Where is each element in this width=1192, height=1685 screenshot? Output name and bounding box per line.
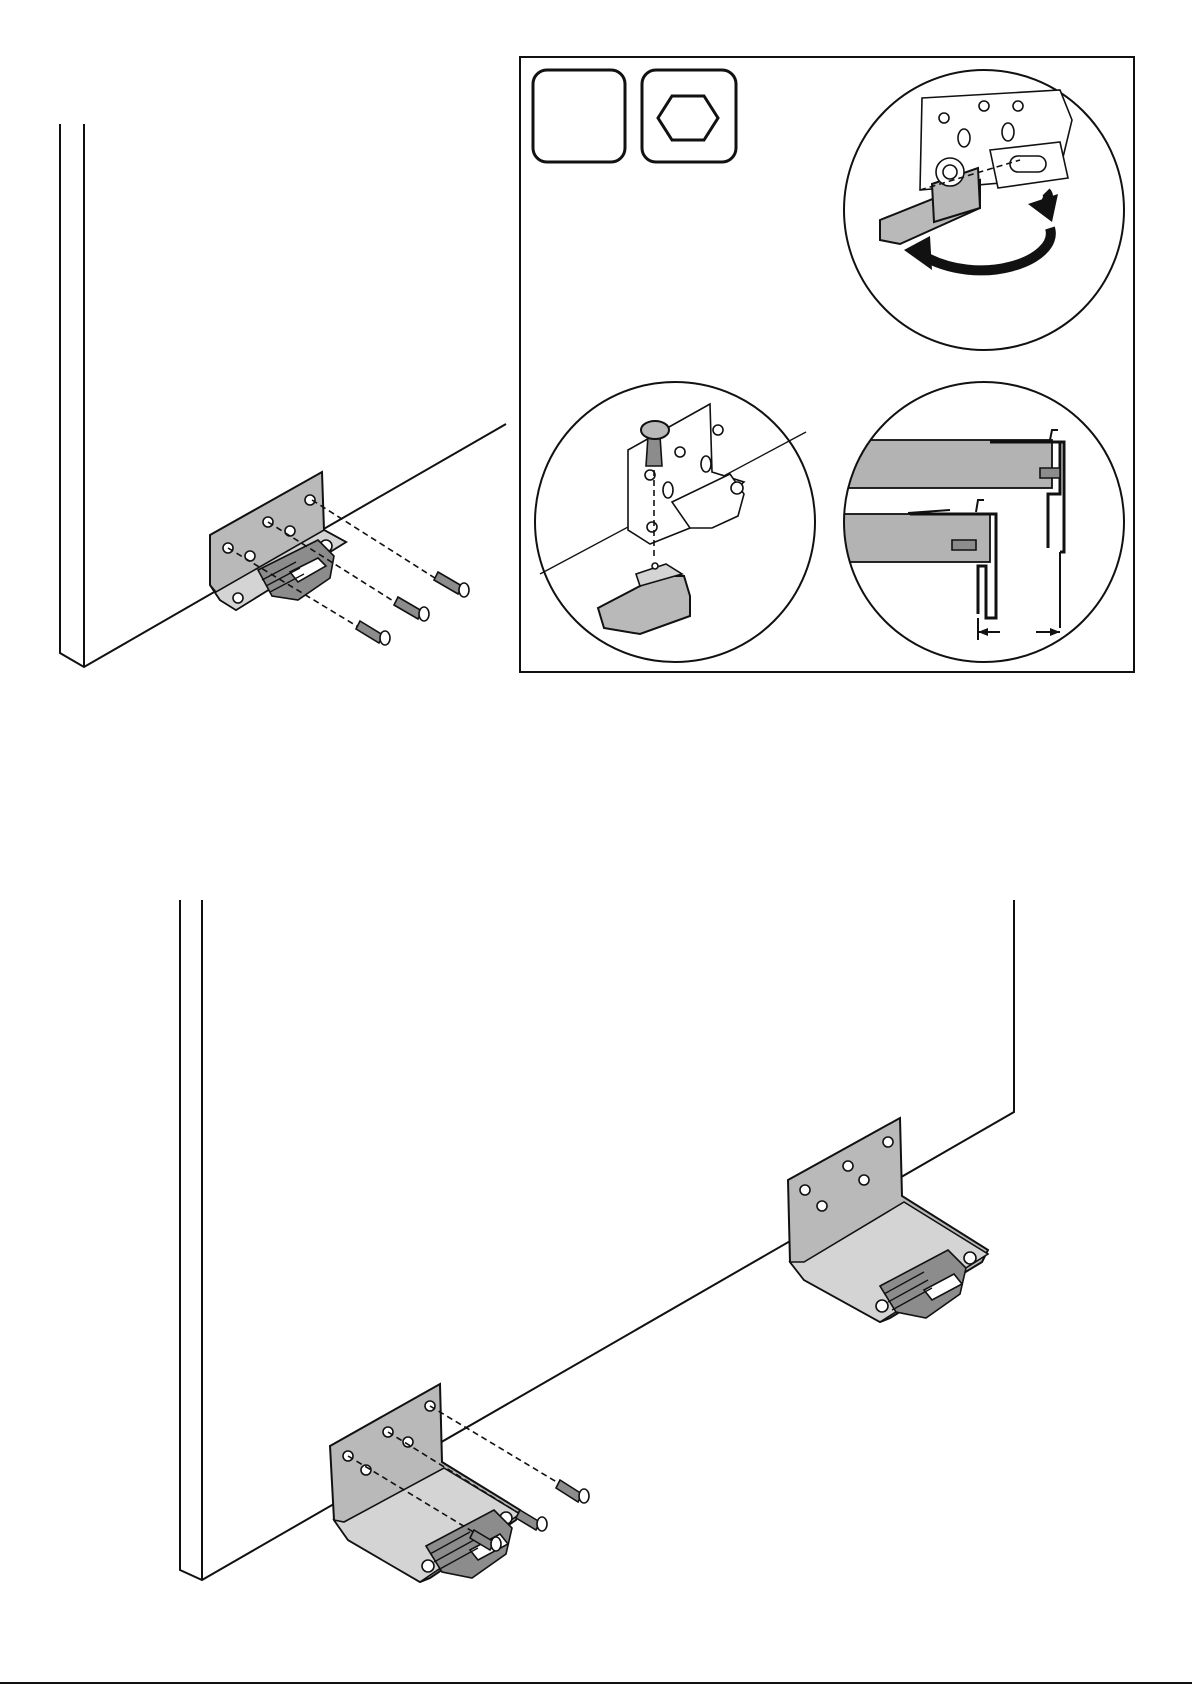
screw <box>434 572 469 597</box>
hinge-bracket-step-1 <box>210 472 346 610</box>
step-2-figure <box>180 900 1014 1582</box>
screw <box>356 621 390 645</box>
blank-tool-icon <box>533 70 625 162</box>
hinge-bracket-mounted <box>788 1118 988 1322</box>
detail-circle-rotate <box>844 70 1124 350</box>
step-1-figure <box>60 124 506 667</box>
screw <box>556 1480 589 1503</box>
detail-circle-cap-screw <box>535 382 815 662</box>
screw <box>516 1510 547 1531</box>
hex-shape-icon <box>658 96 718 140</box>
detail-circle-section <box>840 382 1124 662</box>
detail-box <box>520 57 1134 672</box>
hex-key-icon <box>642 70 736 162</box>
screw <box>394 597 429 621</box>
